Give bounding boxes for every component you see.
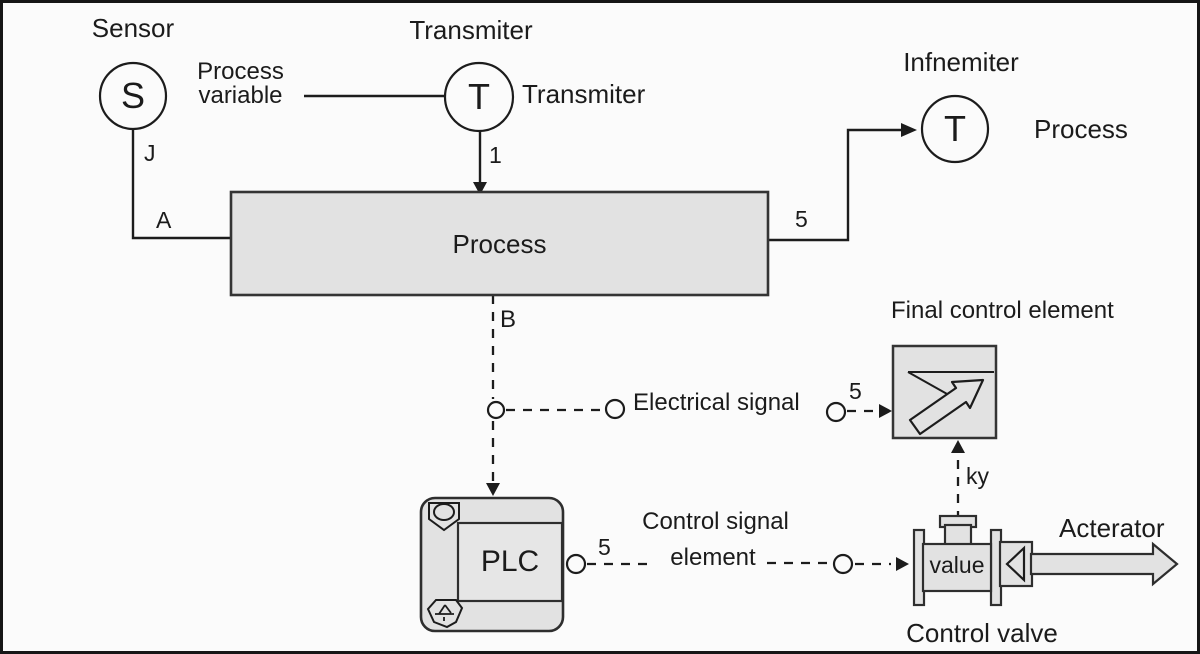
junction-circle [825,401,847,423]
sensor-to-process-line [131,129,231,240]
arrowhead-down-icon [486,483,500,496]
tag-j: J [144,140,156,166]
actuator-arrow-icon [1029,541,1179,587]
valve-body-label: value [929,552,985,578]
transmitter-circle [443,61,515,133]
arrowhead-right-icon [879,404,892,418]
tag-1: 1 [489,142,502,168]
transmitter-title: Transmiter [409,15,533,45]
junction-circle [565,553,587,575]
process-to-indicator-line [768,128,904,242]
junction-circle [604,398,626,420]
electrical-signal-label: Electrical signal [633,389,800,416]
connector-layer [98,61,1179,633]
valve-actuator-block [998,540,1034,588]
transmitter-symbol: T [468,76,490,117]
tag-5-process-out: 5 [795,206,808,232]
indicator-side-label: Process [1034,114,1128,144]
valve-body [921,542,993,593]
control-signal-label-line2: element [670,544,756,571]
sensor-title: Sensor [91,13,175,43]
control-signal-label-line1: Control signal [642,508,789,535]
process-variable-label-line2: variable [198,82,283,109]
tag-5-electrical: 5 [849,378,862,404]
tag-5-plc: 5 [598,534,611,560]
process-box [229,190,770,297]
final-control-arrow-icon [908,378,985,436]
arrowhead-up-icon [951,440,965,453]
indicator-symbol: T [944,108,966,149]
actuator-label: Acterator [1059,513,1165,543]
process-variable-label-line1: Process [197,58,284,85]
plc-inner-panel [456,521,564,603]
plc-badge-circle-icon [433,503,455,521]
junction-circle [832,553,854,575]
tag-b: B [500,306,517,333]
arrowhead-right-icon [901,123,917,137]
plc-badge-glyph-icon [435,604,454,621]
valve-triangle-icon [1005,545,1026,583]
control-valve-caption: Control valve [906,618,1058,648]
arrowhead-right-icon [896,557,909,571]
arrowhead-down-icon [473,182,487,195]
indicator-circle [920,94,990,164]
process-box-label: Process [452,229,547,259]
tag-ky: ky [966,463,989,489]
sensor-circle [98,61,168,131]
tag-a: A [156,207,172,233]
plc-label: PLC [480,545,540,578]
plc-corner-badge-top-icon [428,502,460,532]
valve-stem [943,523,973,548]
indicator-title: Infnemiter [903,47,1019,77]
junction-circle [486,400,506,420]
sensor-symbol: S [120,75,145,116]
transmitter-side-label: Transmiter [522,79,646,109]
final-control-title: Final control element [891,297,1114,324]
